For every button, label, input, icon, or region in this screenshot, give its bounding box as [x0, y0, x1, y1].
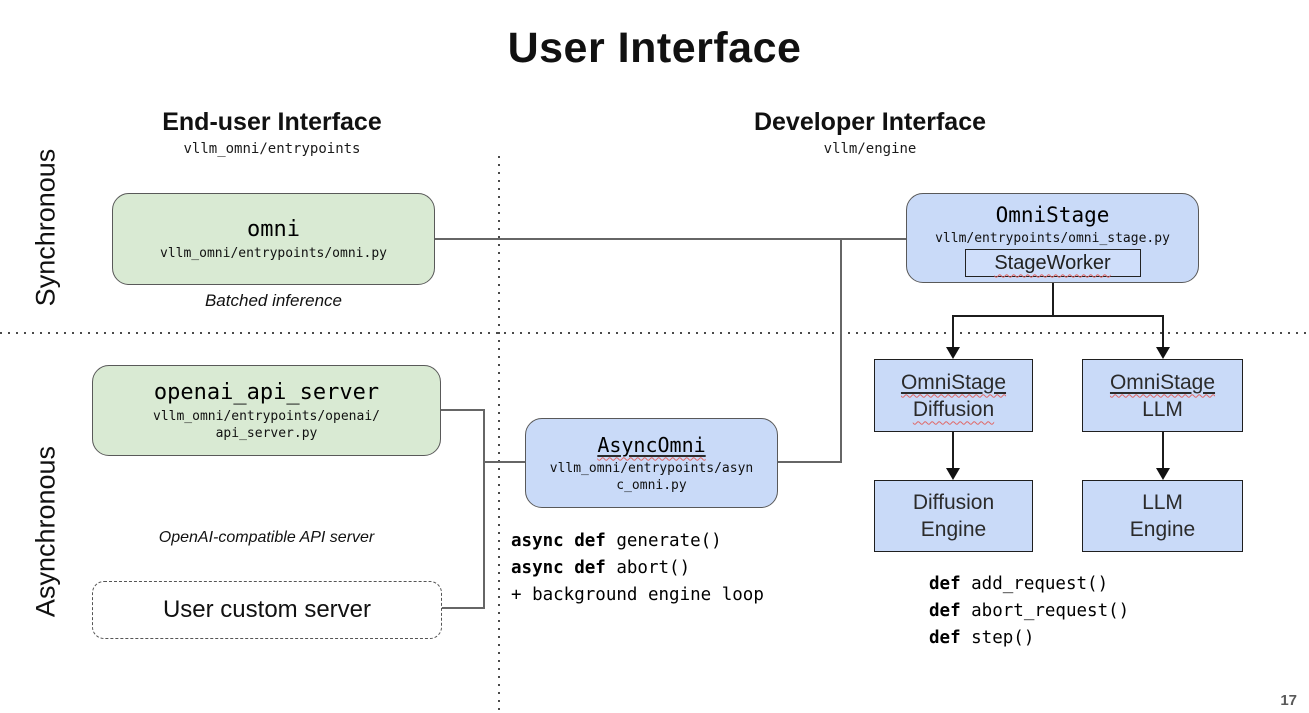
- tree-to-llm: [1162, 315, 1164, 349]
- arrow-into-omnistage-llm: [1156, 347, 1170, 359]
- stageworker-box: StageWorker: [964, 249, 1141, 277]
- page-number: 17: [1280, 692, 1297, 709]
- openai-api-server-box: openai_api_server vllm_omni/entrypoints/…: [92, 365, 441, 456]
- connector-to-asyncomni-left: [483, 461, 526, 463]
- code-line: + background engine loop: [511, 585, 764, 605]
- code-line: async def generate(): [511, 531, 722, 551]
- connector-asyncomni-up: [840, 238, 842, 463]
- batched-inference-caption: Batched inference: [204, 291, 343, 310]
- connector-asyncomni-right: [777, 461, 841, 463]
- llm-engine-box: LLM Engine: [1082, 480, 1243, 552]
- openai-api-server-title: openai_api_server: [153, 379, 380, 405]
- code-line: def add_request(): [929, 574, 1109, 594]
- openai-compatible-caption: OpenAI-compatible API server: [158, 529, 375, 546]
- arrow-into-diffusion-engine: [946, 468, 960, 480]
- asyncomni-box: AsyncOmni vllm_omni/entrypoints/asyn c_o…: [525, 418, 778, 508]
- omni-box-title: omni: [247, 216, 300, 242]
- omni-box: omni vllm_omni/entrypoints/omni.py: [112, 193, 435, 285]
- omnistage-box: OmniStage vllm/entrypoints/omni_stage.py…: [906, 193, 1199, 283]
- end-user-interface-title: End-user Interface: [162, 108, 382, 136]
- enduser-developer-divider-line: [498, 156, 500, 713]
- diffusion-engine-box: Diffusion Engine: [874, 480, 1033, 552]
- sync-async-divider-line: [0, 332, 1309, 334]
- tree-branch-horizontal: [952, 315, 1164, 317]
- developer-interface-path: vllm/engine: [823, 141, 917, 157]
- developer-interface-header: Developer Interface vllm/engine: [690, 108, 1050, 157]
- connector-openai-right: [440, 409, 484, 411]
- end-user-interface-path: vllm_omni/entrypoints: [183, 141, 361, 157]
- omnistage-diffusion-box: OmniStage Diffusion: [874, 359, 1033, 432]
- arrow-into-omnistage-diffusion: [946, 347, 960, 359]
- tree-llm-to-engine: [1162, 431, 1164, 470]
- tree-stageworker-down: [1052, 281, 1054, 317]
- asynchronous-row-label: Asynchronous: [30, 445, 61, 618]
- sync-api-code: def add_request() def abort_request() de…: [929, 571, 1129, 652]
- tree-to-diffusion: [952, 315, 954, 349]
- code-line: def step(): [929, 628, 1035, 648]
- synchronous-row-label: Synchronous: [30, 148, 61, 307]
- connector-omni-to-omnistage: [434, 238, 907, 240]
- tree-diffusion-to-engine: [952, 432, 954, 470]
- omnistage-box-path: vllm/entrypoints/omni_stage.py: [935, 231, 1170, 246]
- page-title: User Interface: [507, 24, 802, 72]
- user-custom-server-box: User custom server: [92, 581, 442, 639]
- openai-api-server-path: vllm_omni/entrypoints/openai/ api_server…: [153, 408, 380, 441]
- connector-left-vertical: [483, 409, 485, 609]
- asyncomni-box-title: AsyncOmni: [597, 432, 706, 457]
- code-line: def abort_request(): [929, 601, 1130, 621]
- stageworker-label: StageWorker: [994, 251, 1111, 274]
- omni-box-path: vllm_omni/entrypoints/omni.py: [160, 245, 387, 261]
- connector-usercustom-right: [441, 607, 485, 609]
- asyncomni-box-path: vllm_omni/entrypoints/asyn c_omni.py: [549, 460, 754, 493]
- omnistage-llm-box: OmniStage LLM: [1082, 359, 1243, 432]
- omnistage-box-title: OmniStage: [995, 203, 1110, 227]
- user-custom-server-label: User custom server: [162, 596, 372, 623]
- async-api-code: async def generate() async def abort() +…: [511, 528, 764, 609]
- arrow-into-llm-engine: [1156, 468, 1170, 480]
- code-line: async def abort(): [511, 558, 691, 578]
- developer-interface-title: Developer Interface: [753, 108, 987, 136]
- end-user-interface-header: End-user Interface vllm_omni/entrypoints: [92, 108, 452, 157]
